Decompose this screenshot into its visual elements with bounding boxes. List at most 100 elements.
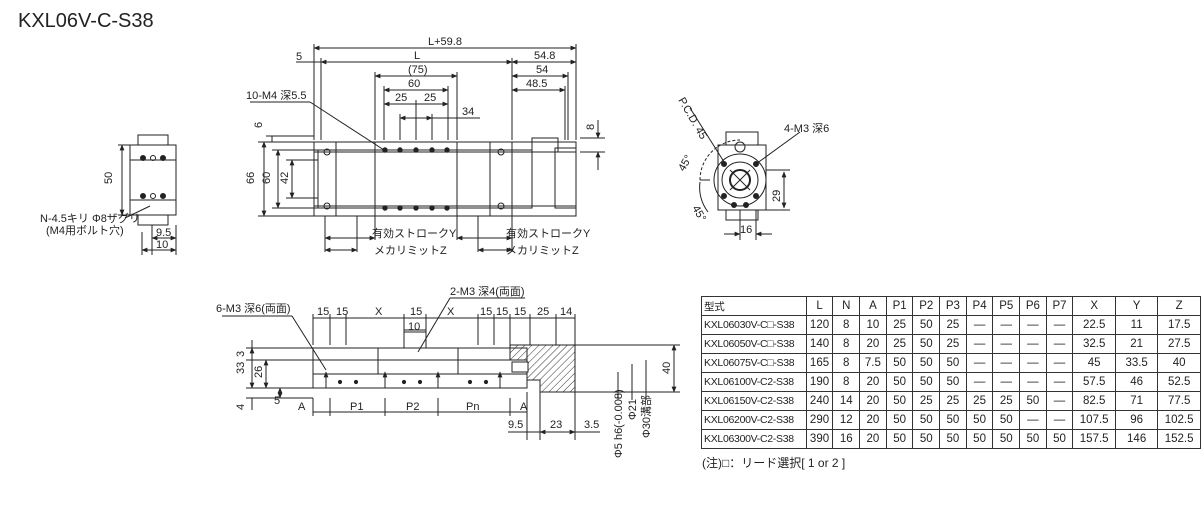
dim-25-a: 25 (395, 92, 407, 104)
dim-3-5: 3.5 (584, 419, 599, 431)
table-cell: 50 (965, 429, 994, 449)
table-cell-model: KXL06100V-C2-S38 (701, 372, 807, 392)
table-cell: 17.5 (1157, 315, 1201, 335)
table-cell: 390 (805, 429, 834, 449)
top-dim-1: 15 (336, 306, 348, 318)
table-cell: 165 (805, 353, 834, 373)
table-cell: — (1045, 353, 1074, 373)
stroke-label-right: 有効ストロークY (506, 226, 591, 240)
table-cell: 10 (859, 315, 887, 335)
section-dim-40: 40 (661, 362, 673, 374)
th-p6: P6 (1019, 296, 1047, 316)
table-cell: 8 (832, 372, 861, 392)
table-cell: 50 (912, 353, 941, 373)
table-cell: 25 (992, 391, 1021, 411)
table-cell: — (1019, 372, 1047, 392)
th-p1: P1 (885, 296, 914, 316)
table-cell: 50 (939, 410, 967, 430)
end-view (689, 107, 801, 240)
top-dim-8: 25 (537, 306, 549, 318)
end-angle-2: 45° (689, 204, 708, 224)
table-cell: 50 (885, 353, 914, 373)
table-cell: 107.5 (1072, 410, 1116, 430)
section-dim-33: 33 (235, 362, 247, 374)
dim-v60: 60 (261, 172, 273, 184)
th-n: N (832, 296, 861, 316)
th-z: Z (1157, 296, 1201, 316)
table-cell: 50 (992, 410, 1021, 430)
side-dim-50: 50 (103, 172, 115, 184)
table-cell: 290 (805, 410, 834, 430)
table-cell: 8 (832, 353, 861, 373)
dim-60: 60 (408, 78, 420, 90)
top-dim-3: 15 (410, 306, 422, 318)
front-motor-top (531, 137, 559, 153)
table-cell: 20 (859, 410, 887, 430)
table-cell: 157.5 (1072, 429, 1116, 449)
side-bottom-flange (137, 214, 169, 226)
mech-limit-label-left: メカリミットZ (374, 244, 447, 257)
table-cell-model: KXL06075V-C□-S38 (701, 353, 807, 373)
dim-v8: 8 (585, 124, 597, 130)
table-cell-model: KXL06050V-C□-S38 (701, 334, 807, 354)
end-tap-label: 4-M3 深6 (784, 122, 829, 135)
table-cell: 52.5 (1157, 372, 1201, 392)
side-top-flange (137, 134, 169, 146)
spec-table-header: 型式 L N A P1 P2 P3 P4 P5 P6 P7 X Y Z (701, 296, 1201, 316)
bottom-label-p2: P2 (406, 401, 419, 413)
bottom-label-a-left: A (298, 401, 306, 413)
bottom-label-p1: P1 (350, 401, 363, 413)
dim-48-5: 48.5 (526, 78, 547, 90)
dim-34: 34 (462, 106, 474, 118)
th-x: X (1072, 296, 1116, 316)
table-cell: — (992, 315, 1021, 335)
table-cell: — (992, 353, 1021, 373)
top-dim-9: 14 (560, 306, 572, 318)
mech-limit-label-right: メカリミットZ (506, 244, 579, 257)
section-view (222, 297, 680, 440)
table-cell-model: KXL06150V-C2-S38 (701, 391, 807, 411)
table-cell: 7.5 (859, 353, 887, 373)
end-dim-16: 16 (740, 224, 752, 236)
tap-label-10-m4: 10-M4 深5.5 (246, 89, 307, 102)
table-cell: — (1019, 334, 1047, 354)
table-cell: 50 (965, 410, 994, 430)
th-p2: P2 (912, 296, 941, 316)
side-hole-label-2: (M4用ボルト穴) (46, 223, 124, 237)
table-cell: 50 (1019, 429, 1047, 449)
table-cell: — (1045, 315, 1074, 335)
section-dim-5: 5 (274, 395, 280, 407)
table-cell: — (1019, 353, 1047, 373)
table-cell: 45 (1072, 353, 1116, 373)
table-cell: 71 (1114, 391, 1159, 411)
dim-phi30: Φ30溝部 (639, 395, 653, 438)
table-cell: 140 (805, 334, 834, 354)
top-dim-4: X (447, 306, 455, 318)
table-cell: 8 (832, 315, 861, 335)
th-p4: P4 (965, 296, 994, 316)
spec-table: 型式 L N A P1 P2 P3 P4 P5 P6 P7 X Y Z KXL0… (701, 296, 1201, 449)
section-dim-26: 26 (253, 366, 265, 378)
table-cell: 33.5 (1114, 353, 1159, 373)
th-y: Y (1114, 296, 1159, 316)
table-cell: 25 (939, 315, 967, 335)
dim-75: (75) (408, 64, 428, 76)
table-cell: 50 (912, 334, 941, 354)
table-cell: 25 (939, 391, 967, 411)
table-cell: 50 (1045, 429, 1074, 449)
table-cell: 50 (885, 429, 914, 449)
table-cell: 152.5 (1157, 429, 1201, 449)
end-dim-29: 29 (771, 190, 783, 202)
table-cell: 50 (885, 410, 914, 430)
table-cell: — (992, 372, 1021, 392)
dim-54-8: 54.8 (534, 50, 555, 62)
section-dim-4: 4 (235, 404, 247, 410)
top-dim-2: X (375, 306, 383, 318)
th-p5: P5 (992, 296, 1021, 316)
top-dim-5: 15 (480, 306, 492, 318)
front-view (250, 44, 605, 253)
